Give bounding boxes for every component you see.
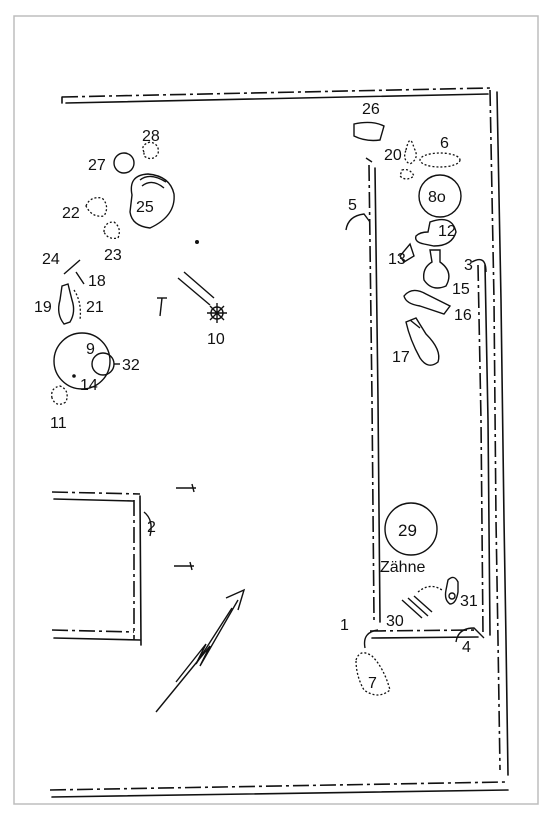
object-24 [63,259,81,275]
object-25-vessel [129,173,175,229]
label-18: 18 [88,273,106,290]
object-pin [157,297,167,317]
object-5-marker [345,213,371,231]
teeth-marks [417,585,443,593]
label-17: 17 [392,349,410,366]
label-16: 16 [454,307,472,324]
object-27 [113,152,135,174]
lightning-north-arrow-icon [155,588,246,713]
label-5: 5 [348,197,357,214]
label-22: 22 [62,205,80,222]
object-8 [418,174,462,218]
object-26 [353,121,385,142]
object-4-marker [455,627,485,643]
left-chamber-pins [174,483,196,571]
small-mark [195,240,199,244]
inner-chamber-left-wall [368,164,381,623]
object-11 [51,385,68,405]
label-21: 21 [86,299,104,316]
object-17-bottle [405,317,440,366]
object-15-flask [422,249,450,289]
label-31: 31 [460,593,478,610]
label-6: 6 [440,135,449,152]
label-32: 32 [122,357,140,374]
label-28: 28 [142,128,160,145]
object-31-figure [444,576,459,605]
label-10: 10 [207,331,225,348]
label-15: 15 [452,281,470,298]
object-18 [75,271,85,285]
object-7 [355,652,391,696]
label-9: 9 [86,341,95,358]
label-27: 27 [88,157,106,174]
top-wall [61,87,491,104]
label-29: 29 [398,521,417,540]
object-2-marker [143,511,152,537]
bottom-wall [49,781,509,798]
object-19-bottle [57,283,82,325]
pin-marker [365,157,373,163]
object-1-marker [363,629,379,649]
object-9-platter [53,332,120,390]
label-23: 23 [104,247,122,264]
label-20: 20 [384,147,402,164]
label-14: 14 [80,377,98,394]
object-13 [399,242,415,263]
label-8o: 8o [428,189,446,206]
label-19: 19 [34,299,52,316]
label-26: 26 [362,101,380,118]
object-3-marker [471,258,487,273]
label-24: 24 [42,251,60,268]
object-30 [401,595,433,619]
label-4: 4 [462,639,471,656]
object-29 [384,502,438,556]
object-28 [142,141,159,160]
label-1: 1 [340,617,349,634]
label-30: 30 [386,613,404,630]
label-11: 11 [50,415,67,432]
label-25: 25 [136,199,154,216]
label-7: 7 [368,675,377,692]
object-6 [419,152,461,168]
right-outer-wall [489,89,509,776]
object-10 [177,271,227,323]
object-23 [103,221,120,240]
object-20 [399,139,417,180]
inner-chamber-bottom-wall [369,629,479,639]
label-3: 3 [464,257,473,274]
label-2: 2 [147,519,156,536]
object-22 [85,197,108,217]
label-12: 12 [438,223,456,240]
label-13: 13 [388,251,406,268]
lower-left-structure [51,491,142,646]
object-12-vessel [414,218,457,247]
label-zaehne: Zähne [380,559,425,576]
figure-frame [13,15,539,805]
object-16 [403,289,452,315]
inner-chamber-right-wall [477,264,491,636]
